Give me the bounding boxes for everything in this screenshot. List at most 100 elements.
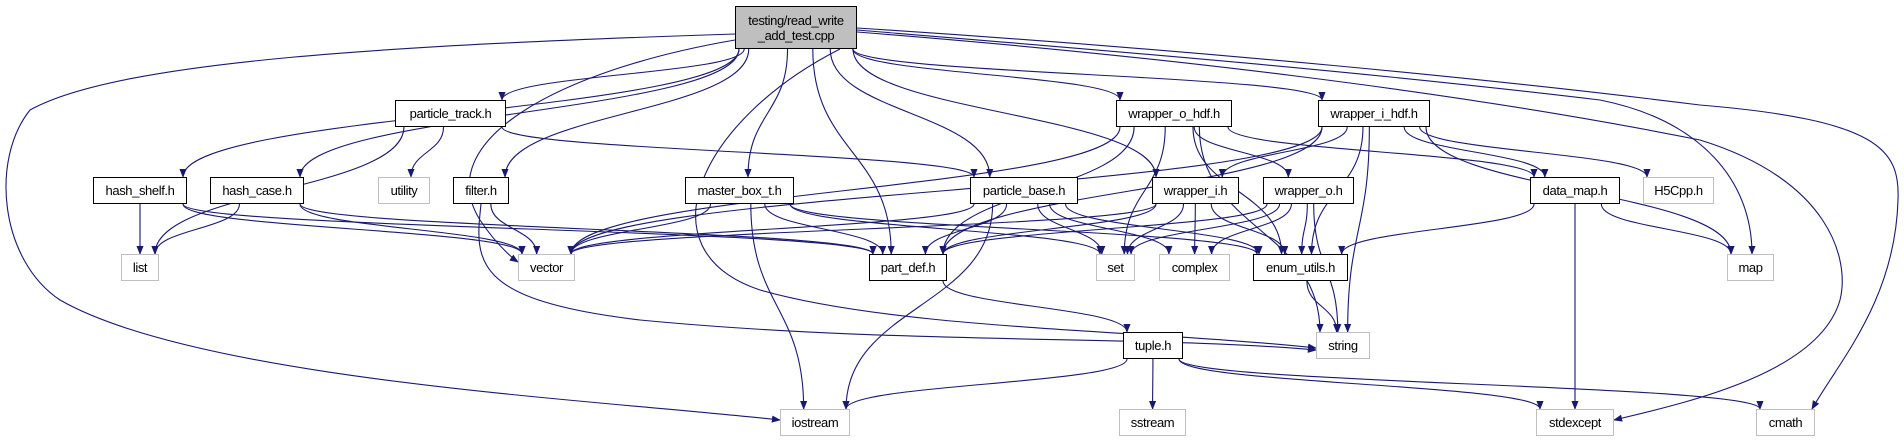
edge-wrapper_o_hdf-to-set <box>1120 126 1166 255</box>
node-hash-shelf[interactable]: hash_shelf.h <box>93 177 187 204</box>
node-label: set <box>1107 260 1124 275</box>
node-label: particle_base.h <box>982 183 1066 198</box>
edge-tuple-to-iostream <box>842 358 1128 410</box>
edge-main-to-map <box>856 29 1756 255</box>
node-label: H5Cpp.h <box>1654 183 1703 198</box>
node-label: stdexcept <box>1548 415 1602 430</box>
edge-wrapper_i_hdf-to-wrapper_i <box>1218 126 1348 178</box>
node-label: utility <box>390 183 418 198</box>
node-particle-base[interactable]: particle_base.h <box>970 177 1078 204</box>
node-cmath: cmath <box>1756 409 1815 436</box>
node-list: list <box>121 254 159 281</box>
edge-wrapper_o_hdf-to-string <box>1198 126 1324 333</box>
node-label: _add_test.cpp <box>757 27 835 43</box>
edge-tuple-to-stdexcept <box>1178 358 1544 410</box>
edge-particle_base-to-vector <box>567 203 975 255</box>
edge-wrapper_i-to-part_def <box>939 203 1157 255</box>
node-label: string <box>1328 338 1358 353</box>
edge-hash_shelf-to-vector <box>182 203 526 255</box>
edge-wrapper_o-to-complex <box>1208 203 1292 255</box>
edge-particle_base-to-enum_utils <box>1064 203 1263 255</box>
node-master-box-t[interactable]: master_box_t.h <box>685 177 794 204</box>
edge-wrapper_i_hdf-to-H5Cpp <box>1419 126 1651 178</box>
node-label: enum_utils.h <box>1266 260 1335 275</box>
node-label: wrapper_o.h <box>1274 183 1343 198</box>
edge-master_box_t-to-iostream <box>750 203 808 410</box>
edge-particle_base-to-iostream <box>842 203 994 410</box>
edge-wrapper_o-to-part_def <box>939 203 1268 255</box>
edge-main-to-iostream <box>5 33 781 423</box>
edge-main-to-wrapper_o_hdf <box>852 48 1124 101</box>
edge-wrapper_i_hdf-to-string <box>1344 126 1370 333</box>
edge-main-to-cmath <box>856 27 1899 410</box>
node-label: data_map.h <box>1542 183 1608 198</box>
edge-main-to-wrapper_i <box>852 48 1160 178</box>
node-hash-case[interactable]: hash_case.h <box>210 177 304 204</box>
node-label: wrapper_i_hdf.h <box>1330 106 1418 121</box>
node-data-map[interactable]: data_map.h <box>1530 177 1620 204</box>
node-label: particle_track.h <box>409 106 492 121</box>
node-label: cmath <box>1768 415 1803 430</box>
edge-wrapper_i_hdf-to-vector <box>567 126 1323 255</box>
node-particle-track[interactable]: particle_track.h <box>395 100 506 127</box>
edge-main-to-master_box_t <box>744 48 789 178</box>
edge-main-to-stdexcept <box>856 31 1843 422</box>
edge-particle_track-to-particle_base <box>501 126 978 178</box>
edge-main-to-particle_track <box>498 48 745 101</box>
edge-particle_base-to-set <box>1037 203 1106 255</box>
node-label: wrapper_i.h <box>1163 183 1228 198</box>
node-complex: complex <box>1159 254 1230 281</box>
node-label: iostream <box>791 415 839 430</box>
node-filter[interactable]: filter.h <box>453 177 509 204</box>
node-iostream: iostream <box>780 409 850 436</box>
edge-main-to-wrapper_i_hdf <box>852 48 1326 101</box>
node-enum-utils[interactable]: enum_utils.h <box>1253 254 1348 281</box>
edge-wrapper_i_hdf-to-part_def <box>939 126 1323 255</box>
edge-wrapper_i-to-vector <box>567 203 1157 255</box>
node-label: complex <box>1171 260 1218 275</box>
node-string: string <box>1316 332 1370 359</box>
edge-hash_shelf-to-part_def <box>182 203 877 255</box>
edge-wrapper_i-to-enum_utils <box>1210 203 1289 255</box>
node-wrapper-o-hdf[interactable]: wrapper_o_hdf.h <box>1116 100 1232 127</box>
node-vector: vector <box>518 254 575 281</box>
edge-data_map-to-map <box>1600 203 1735 255</box>
edge-main-to-part_def <box>812 48 895 255</box>
edge-enum_utils-to-string <box>1306 280 1341 333</box>
edge-master_box_t-to-vector <box>567 203 712 255</box>
node-label: filter.h <box>465 183 497 198</box>
node-label: vector <box>529 260 563 275</box>
edge-main-to-particle_base <box>829 48 994 178</box>
node-tuple[interactable]: tuple.h <box>1123 332 1183 359</box>
edge-wrapper_o_hdf-to-wrapper_o <box>1193 126 1292 178</box>
node-wrapper-i-hdf[interactable]: wrapper_i_hdf.h <box>1318 100 1430 127</box>
node-label: map <box>1738 260 1763 275</box>
edge-wrapper_i-to-complex <box>1191 203 1199 255</box>
edge-master_box_t-to-enum_utils <box>789 203 1261 255</box>
node-H5Cpp: H5Cpp.h <box>1643 177 1714 204</box>
edge-wrapper_o_hdf-to-data_map <box>1227 126 1538 178</box>
edge-wrapper_o-to-set <box>1127 203 1281 255</box>
edge-particle_track-to-utility <box>407 126 445 178</box>
node-wrapper-i[interactable]: wrapper_i.h <box>1152 177 1239 204</box>
edge-main-to-filter <box>501 48 750 178</box>
node-label: tuple.h <box>1134 338 1172 353</box>
node-label: wrapper_o_hdf.h <box>1128 106 1220 121</box>
node-label: testing/read_write <box>748 12 844 28</box>
node-utility: utility <box>378 177 430 204</box>
edge-hash_case-to-part_def <box>299 203 877 255</box>
node-part-def[interactable]: part_def.h <box>869 254 947 281</box>
edge-wrapper_o_hdf-to-vector <box>567 126 1121 255</box>
node-main[interactable]: testing/read_write_add_test.cpp <box>735 6 857 49</box>
node-label: hash_shelf.h <box>105 183 175 198</box>
node-wrapper-o[interactable]: wrapper_o.h <box>1263 177 1354 204</box>
edge-hash_case-to-list <box>151 203 240 255</box>
edge-master_box_t-to-set <box>789 203 1104 255</box>
node-map: map <box>1727 254 1774 281</box>
node-sstream: sstream <box>1119 409 1186 436</box>
node-label: hash_case.h <box>222 183 292 198</box>
node-label: sstream <box>1130 415 1175 430</box>
edge-main-to-vector <box>468 39 736 263</box>
edge-data_map-to-enum_utils <box>1338 203 1535 255</box>
node-label: list <box>132 260 148 275</box>
